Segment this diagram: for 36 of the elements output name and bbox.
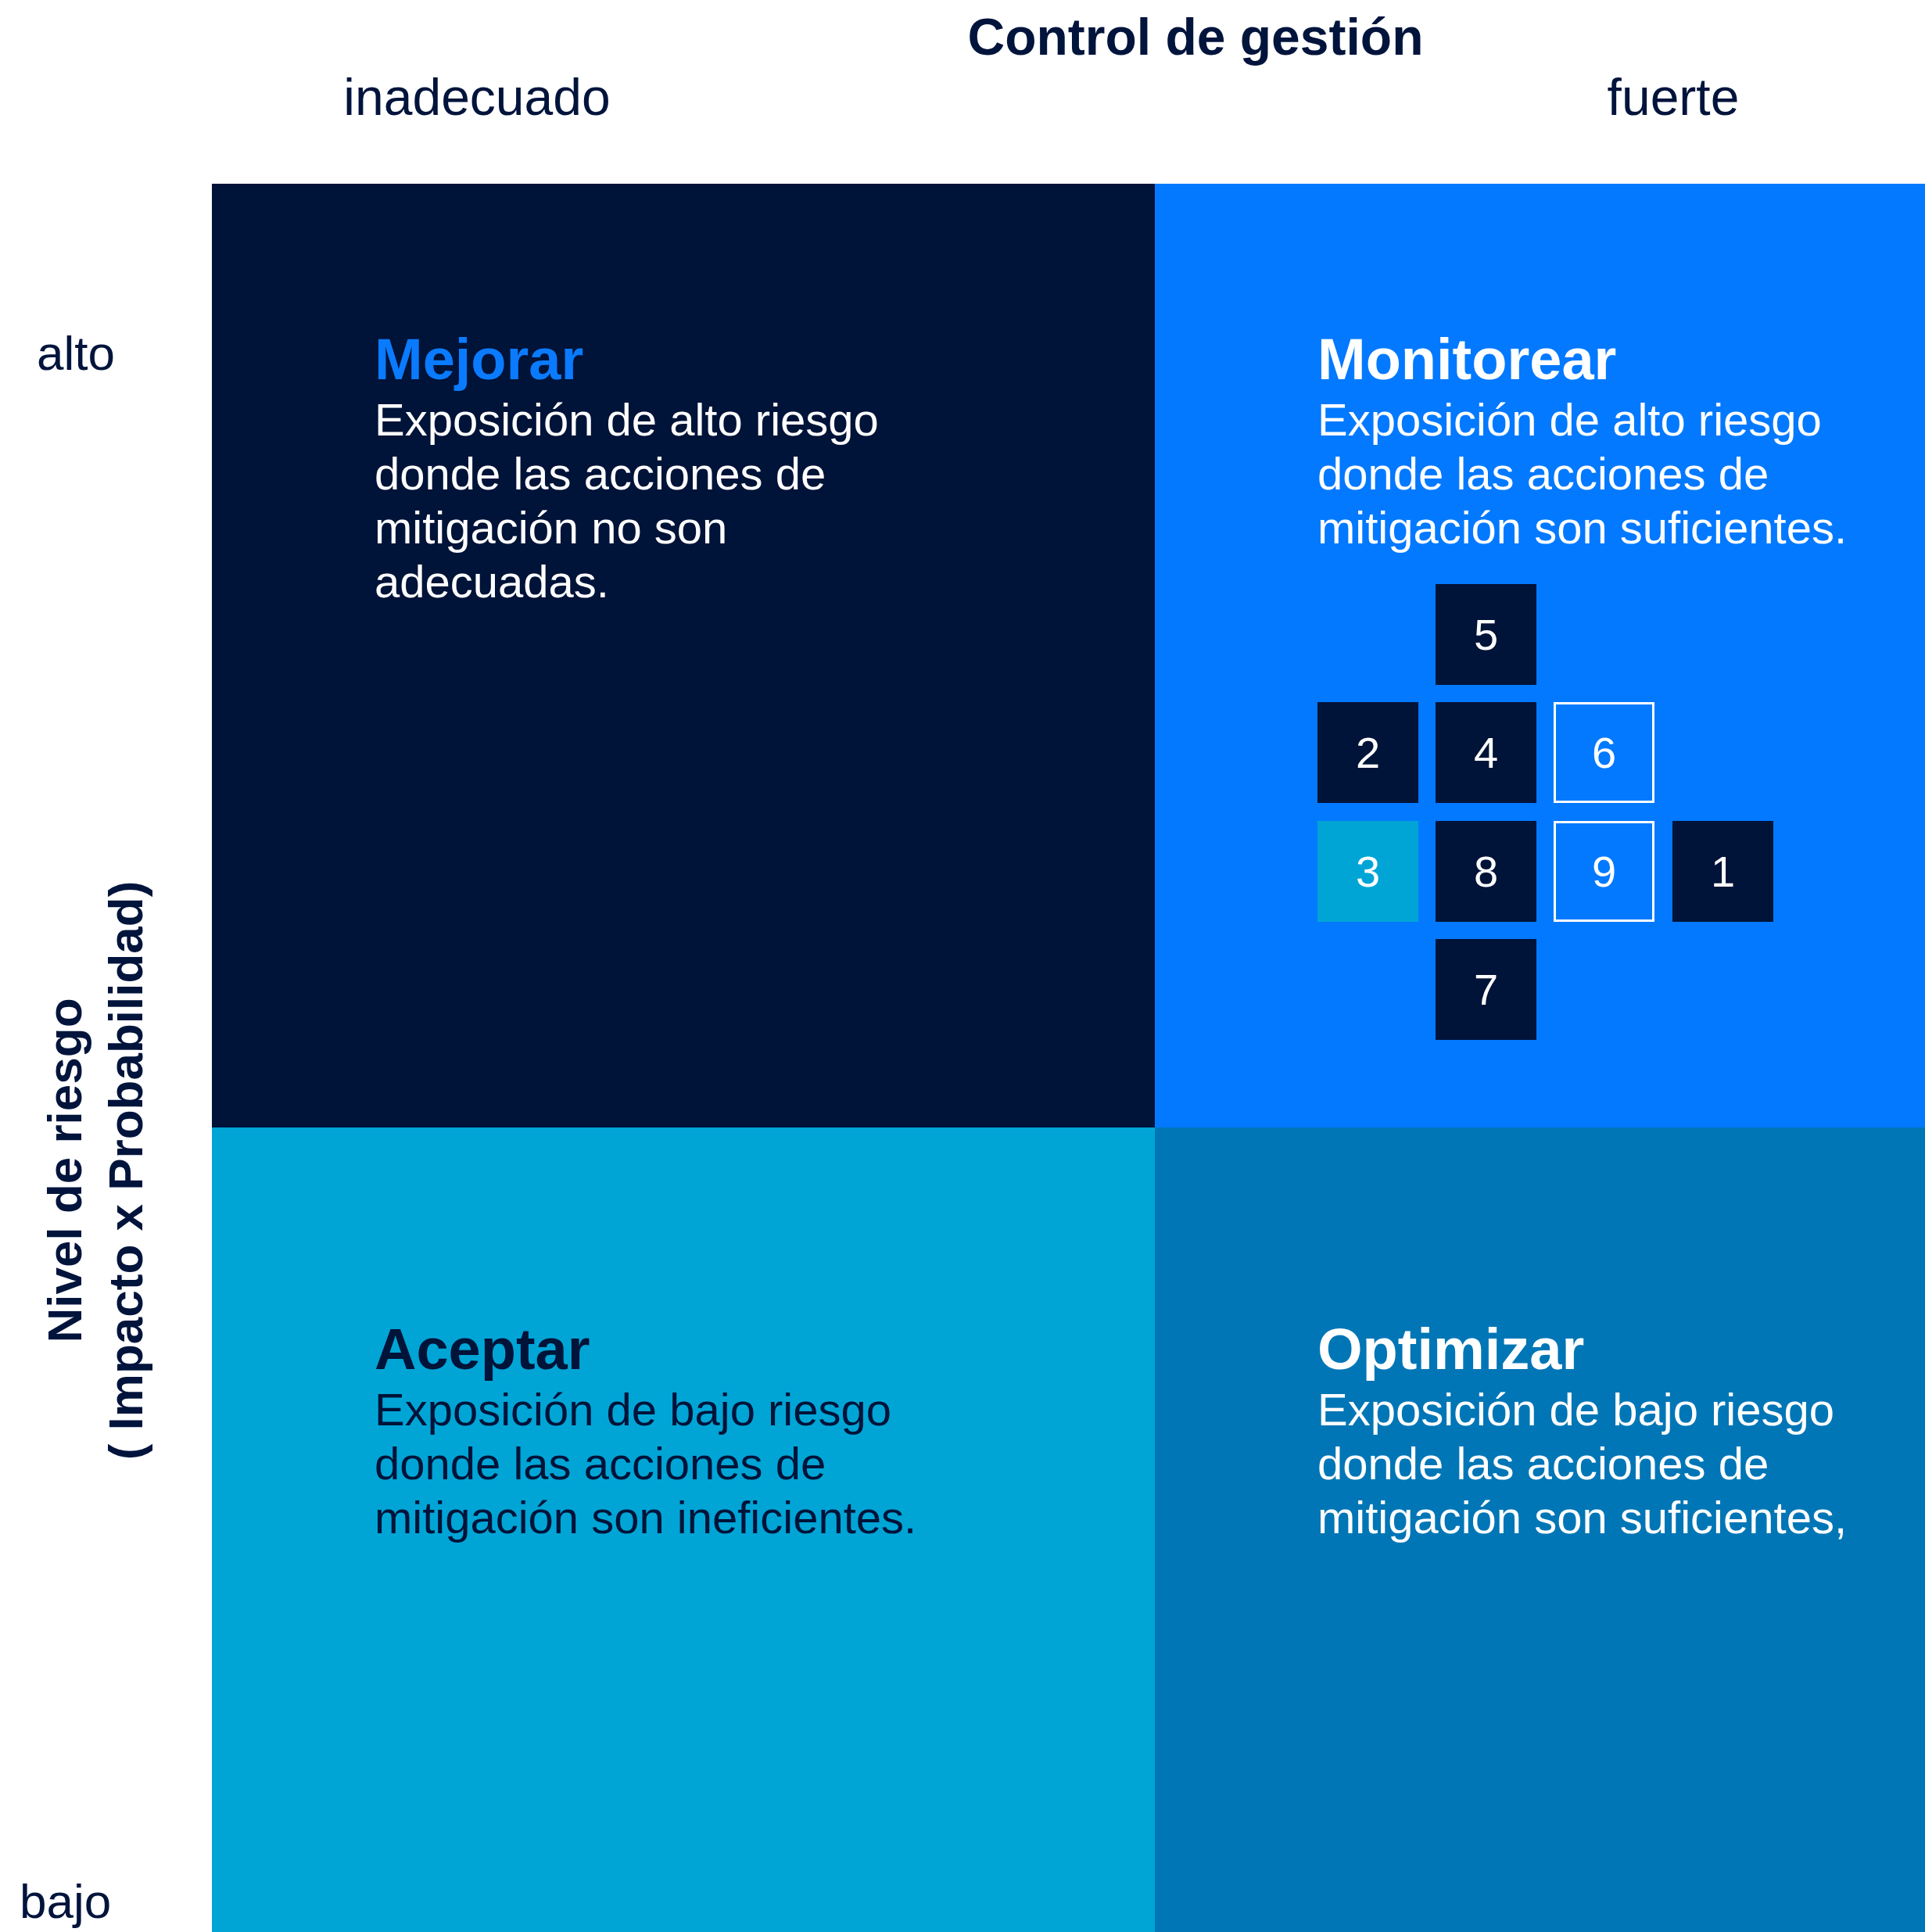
risk-number-tile	[1436, 821, 1536, 922]
axis-tick-label: inadecuado	[342, 67, 611, 127]
risk-number-tile	[1436, 702, 1536, 803]
risk-number: 7	[1473, 964, 1499, 1015]
risk-number-tile	[1436, 584, 1536, 685]
risk-number: 8	[1473, 846, 1499, 897]
axis-tick-label: bajo	[19, 1873, 113, 1930]
risk-number-tile	[1554, 702, 1654, 803]
risk-number-tile	[1436, 939, 1536, 1040]
quadrant-panel	[1155, 184, 1925, 1127]
risk-number: 9	[1591, 846, 1617, 897]
risk-number-tile	[1317, 821, 1418, 922]
quadrant-heading: Optimizar	[1317, 1318, 1585, 1381]
quadrant-heading: Aceptar	[375, 1318, 590, 1381]
quadrant-panel	[212, 184, 1155, 1127]
risk-number: 6	[1591, 727, 1617, 778]
axis-tick-label: fuerte	[1606, 67, 1740, 127]
axis-tick-label: alto	[36, 325, 116, 382]
quadrant-description: Exposición de bajo riesgo donde las acciones de mitigación son suficientes,	[1317, 1383, 1848, 1544]
quadrant-heading: Monitorear	[1317, 328, 1617, 391]
quadrant-description: Exposición de alto riesgo donde las acciones de mitigación no son adecuadas.	[375, 393, 880, 608]
risk-number: 4	[1473, 727, 1499, 778]
risk-number: 1	[1710, 846, 1736, 897]
risk-number: 5	[1473, 609, 1499, 660]
risk-number: 3	[1355, 846, 1381, 897]
risk-number-tile	[1317, 702, 1418, 803]
quadrant-panel	[212, 1127, 1155, 1932]
risk-number: 2	[1355, 727, 1381, 778]
quadrant-description: Exposición de alto riesgo donde las acciones de mitigación son suficientes.	[1317, 393, 1848, 554]
axis-title: Control de gestión	[966, 7, 1425, 67]
risk-number-tile	[1672, 821, 1773, 922]
axis-title: Nivel de riesgo ( Impacto x Probabilidad)	[37, 880, 153, 1462]
quadrant-heading: Mejorar	[375, 328, 584, 391]
risk-number-tile	[1554, 821, 1654, 922]
quadrant-panel	[1155, 1127, 1925, 1932]
quadrant-description: Exposición de bajo riesgo donde las acciones de mitigación son ineficientes.	[375, 1383, 918, 1544]
